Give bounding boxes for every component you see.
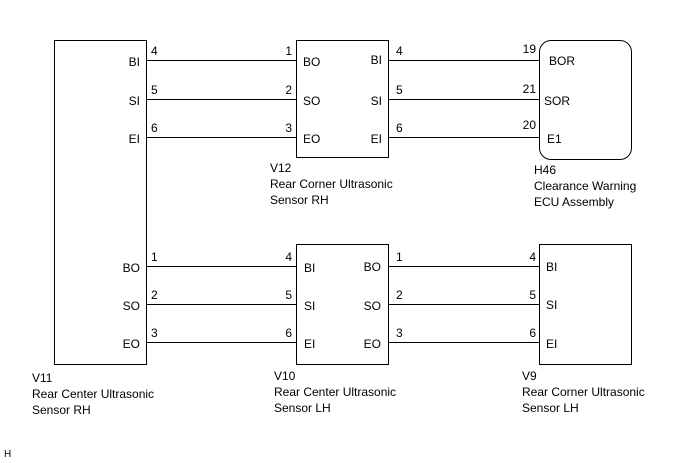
component-box-v10 <box>296 244 389 365</box>
component-name-v11-line1: Rear Center Ultrasonic <box>32 387 155 401</box>
wire-v11-bi-v12-bo <box>147 60 296 61</box>
h46-pin-number-e1: 20 <box>522 118 536 132</box>
v10-pin-number-ei: 6 <box>285 326 292 340</box>
v12-pin-ei-label: EI <box>370 132 382 146</box>
v10-pin-ei-label: EI <box>304 337 316 351</box>
v12-pin-eo-label: EO <box>303 132 321 146</box>
h46-pin-bor-label: BOR <box>549 54 576 68</box>
component-name-v9-line2: Sensor LH <box>522 401 579 415</box>
v10-pin-number-so: 2 <box>396 288 403 302</box>
v10-pin-number-bo: 1 <box>396 250 403 264</box>
v11-pin-number-bi: 4 <box>151 44 158 58</box>
component-name-v12-line2: Sensor RH <box>270 193 329 207</box>
v12-pin-number-si: 5 <box>396 83 403 97</box>
h46-pin-number-bor: 19 <box>522 42 536 56</box>
v10-pin-number-eo: 3 <box>396 326 403 340</box>
v12-pin-number-bi: 4 <box>396 44 403 58</box>
component-code-v12: V12 <box>270 161 292 175</box>
h46-pin-sor-label: SOR <box>544 94 571 108</box>
caption-h46: H46 Clearance Warning ECU Assembly <box>534 162 636 210</box>
component-name-v10-line1: Rear Center Ultrasonic <box>274 385 397 399</box>
component-name-v10-line2: Sensor LH <box>274 401 331 415</box>
v12-pin-si-label: SI <box>370 94 382 108</box>
v10-pin-si-label: SI <box>304 299 316 313</box>
component-name-v12-line1: Rear Corner Ultrasonic <box>270 177 393 191</box>
v11-pin-bi-label: BI <box>128 55 140 69</box>
v9-pin-si-label: SI <box>546 298 558 312</box>
v9-pin-ei-label: EI <box>546 337 558 351</box>
v12-pin-bi-label: BI <box>370 53 382 67</box>
footer-mark: H <box>4 449 12 460</box>
v11-pin-si-label: SI <box>128 94 140 108</box>
wire-v11-ei-v12-eo <box>147 137 296 138</box>
v11-pin-number-eo: 3 <box>151 326 158 340</box>
v9-pin-number-si: 5 <box>529 288 536 302</box>
component-name-h46-line2: ECU Assembly <box>534 195 615 209</box>
v10-pin-so-label: SO <box>363 299 381 313</box>
caption-v10: V10 Rear Center Ultrasonic Sensor LH <box>274 368 396 416</box>
wire-v11-eo-v10-ei <box>147 342 296 343</box>
wire-v12-ei-h46-e1 <box>389 137 539 138</box>
component-name-h46-line1: Clearance Warning <box>534 179 637 193</box>
v9-pin-number-bi: 4 <box>529 250 536 264</box>
v12-pin-so-label: SO <box>303 94 321 108</box>
v11-pin-number-so: 2 <box>151 288 158 302</box>
h46-pin-number-sor: 21 <box>522 82 536 96</box>
v11-pin-number-bo: 1 <box>151 250 158 264</box>
v10-pin-number-si: 5 <box>285 288 292 302</box>
caption-v12: V12 Rear Corner Ultrasonic Sensor RH <box>270 160 393 208</box>
v11-pin-so-label: SO <box>122 299 140 313</box>
v10-pin-bo-label: BO <box>363 260 381 274</box>
h46-pin-e1-label: E1 <box>547 132 562 146</box>
v12-pin-bo-label: BO <box>303 55 321 69</box>
wire-v10-bo-v9-bi <box>389 266 539 267</box>
v12-pin-number-eo: 3 <box>285 121 292 135</box>
caption-v9: V9 Rear Corner Ultrasonic Sensor LH <box>522 368 645 416</box>
component-box-v12 <box>296 40 389 158</box>
wire-v12-si-h46-sor <box>389 99 539 100</box>
v10-pin-bi-label: BI <box>304 261 316 275</box>
wire-v11-bo-v10-bi <box>147 266 296 267</box>
wire-v10-eo-v9-ei <box>389 342 539 343</box>
component-name-v11-line2: Sensor RH <box>32 403 91 417</box>
v11-pin-bo-label: BO <box>122 261 140 275</box>
wire-v10-so-v9-si <box>389 304 539 305</box>
v10-pin-eo-label: EO <box>363 337 381 351</box>
v9-pin-bi-label: BI <box>546 260 558 274</box>
v10-pin-number-bi: 4 <box>285 250 292 264</box>
component-box-h46 <box>539 40 632 160</box>
component-code-v11: V11 <box>32 371 53 385</box>
wire-v11-so-v10-si <box>147 304 296 305</box>
component-code-v10: V10 <box>274 369 296 383</box>
v12-pin-number-bo: 1 <box>285 44 292 58</box>
wire-v12-bi-h46-bor <box>389 60 539 61</box>
v11-pin-number-si: 5 <box>151 83 158 97</box>
v12-pin-number-ei: 6 <box>396 121 403 135</box>
v11-pin-eo-label: EO <box>122 337 140 351</box>
component-box-v11 <box>54 40 147 365</box>
v12-pin-number-so: 2 <box>285 83 292 97</box>
v11-pin-ei-label: EI <box>128 132 140 146</box>
v9-pin-number-ei: 6 <box>529 326 536 340</box>
component-code-h46: H46 <box>534 163 557 177</box>
caption-v11: V11 Rear Center Ultrasonic Sensor RH <box>32 370 154 418</box>
wire-v11-si-v12-so <box>147 99 296 100</box>
component-name-v9-line1: Rear Corner Ultrasonic <box>522 385 645 399</box>
component-box-v9 <box>539 244 632 365</box>
component-code-v9: V9 <box>522 369 537 383</box>
v11-pin-number-ei: 6 <box>151 121 158 135</box>
